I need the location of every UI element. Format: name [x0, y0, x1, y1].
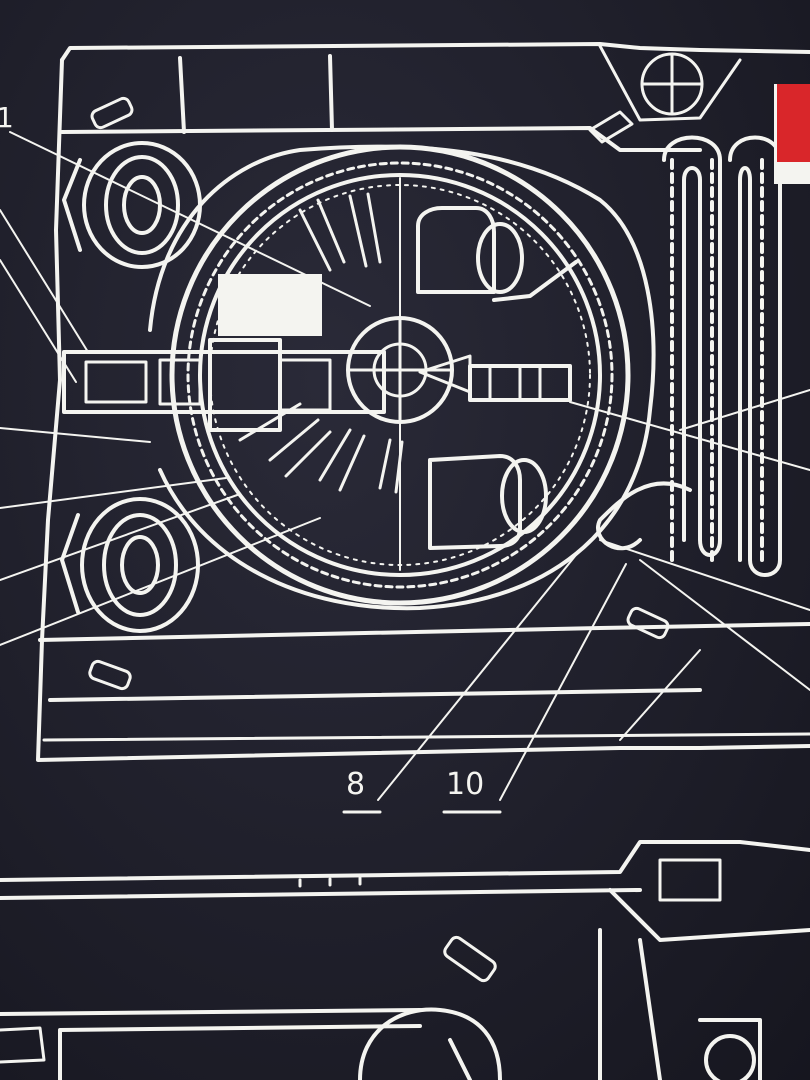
hull-outline: [36, 42, 810, 762]
radiator-coils: [596, 135, 782, 577]
callout-label-8: 8: [346, 767, 366, 802]
callout-label-1: 1: [0, 101, 14, 134]
left-upper-wheel: [62, 141, 202, 269]
left-lower-wheel: [60, 497, 200, 633]
upper-cylinder: [416, 206, 578, 302]
fan-hub-and-shaft: [62, 316, 572, 432]
callout-label-10: 10: [446, 767, 485, 802]
lower-drawing-hull: [0, 840, 810, 1080]
leader-lines: [0, 131, 810, 814]
top-right-fitting: [588, 44, 742, 144]
solid-block: [218, 274, 322, 336]
hull-bolts: [88, 96, 670, 691]
lower-cylinder: [428, 454, 548, 550]
fan-housing: [148, 144, 656, 611]
lower-drawing-details: [0, 858, 722, 1064]
corner-badge: [774, 84, 810, 184]
fan-blades: [238, 177, 404, 571]
badge-strip: [777, 162, 810, 184]
